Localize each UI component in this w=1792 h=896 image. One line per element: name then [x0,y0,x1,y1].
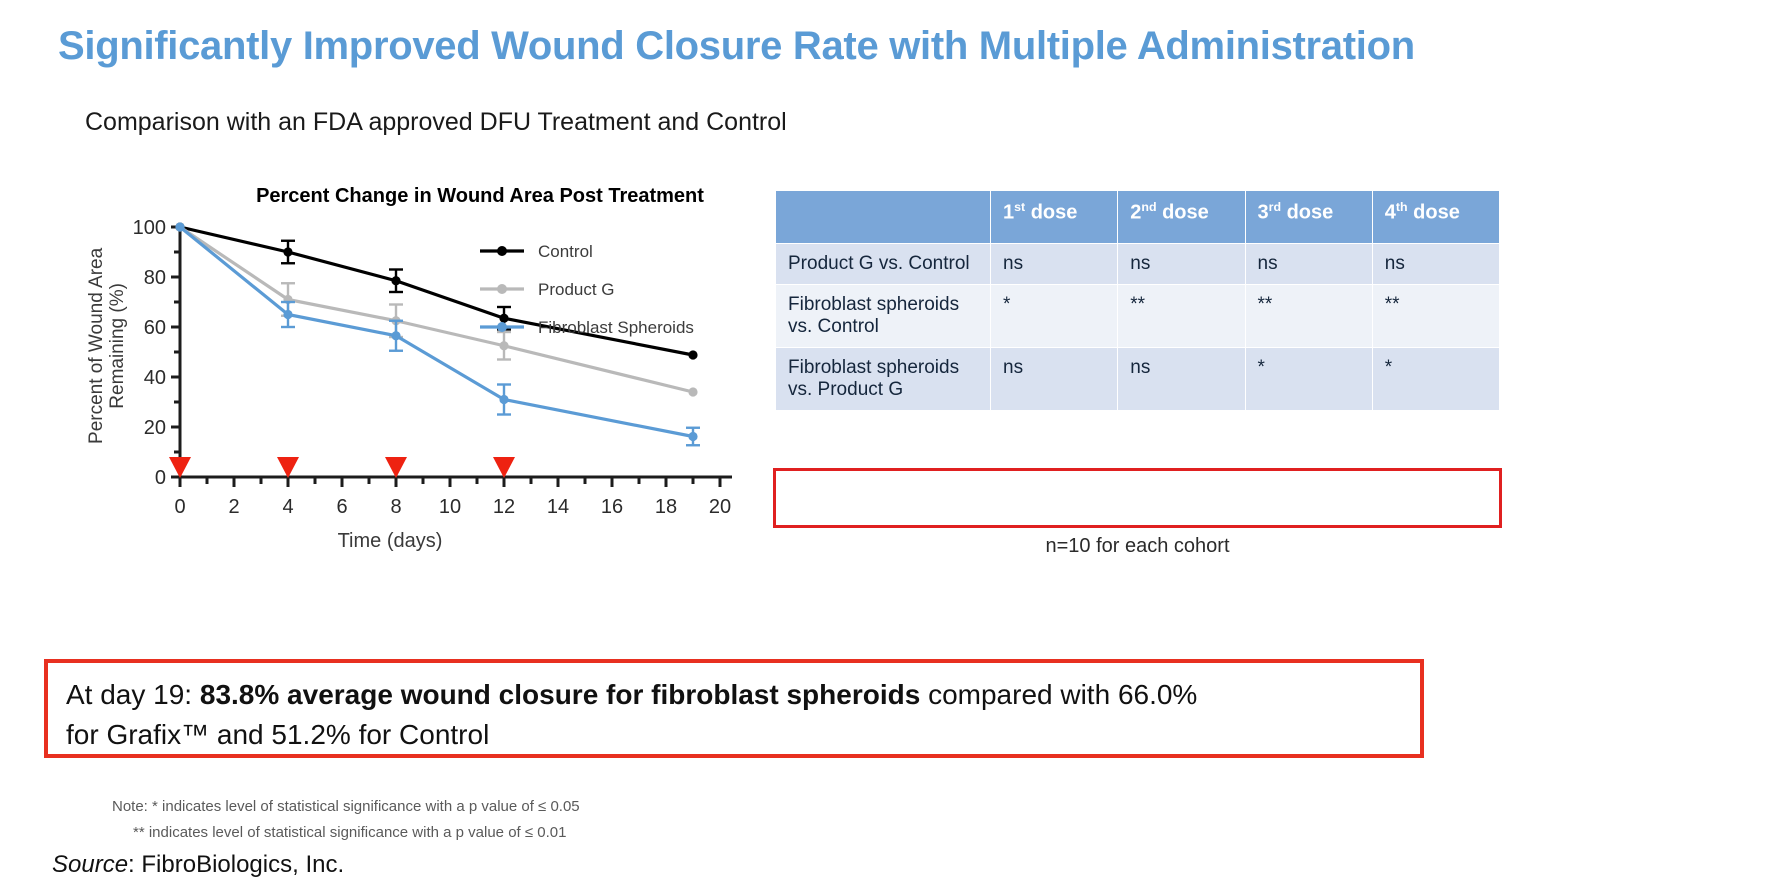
y-tick-label: 100 [133,217,166,239]
data-point [499,341,509,351]
table-header-dose-1: 1st dose [989,190,1119,244]
x-tick-label: 16 [601,496,623,518]
legend-label: Fibroblast Spheroids [538,318,694,337]
cohort-note: n=10 for each cohort [1045,535,1230,557]
x-tick-label: 20 [709,496,731,518]
legend-swatch-dot [497,284,507,294]
x-tick-label: 0 [174,496,185,518]
dose-1-word: dose [1025,201,1078,224]
row-label: Fibroblast spheroids vs. Product G [775,347,991,411]
data-point [688,387,698,397]
source-value: : FibroBiologics, Inc. [128,851,345,878]
dose-4-word: dose [1407,201,1460,224]
source-line: Source: FibroBiologics, Inc. [52,851,344,879]
table-row: Product G vs. Control ns ns ns ns [775,243,1501,285]
x-tick-label: 6 [336,496,347,518]
chart-plot-area: 0 20 40 60 80 100 0 2 4 6 8 10 12 14 16 18 20 ControlProd… [133,217,732,518]
dose-3-word: dose [1281,201,1334,224]
callout-bold: 83.8% average wound closure for fibrobla… [199,679,921,710]
data-point [283,309,293,320]
x-tick-label: 4 [282,496,293,518]
data-point [688,350,698,360]
cell-dose-4: * [1371,347,1501,411]
dose-1-number: 1 [1003,201,1015,224]
table-highlight-outline [773,468,1502,528]
callout-suffix: compared with 66.0% [920,679,1198,710]
dose-2-word: dose [1156,201,1209,224]
legend-swatch-dot [497,322,507,332]
dose-3-number: 3 [1257,201,1269,224]
cell-dose-4: ** [1371,284,1501,348]
series-line-product-g [179,225,694,394]
legend-item-product-g: Product G [480,280,615,299]
table-row: Fibroblast spheroids vs. Control * ** **… [775,284,1501,348]
data-point [499,313,509,323]
table-header-dose-4: 4th dose [1371,190,1501,244]
footnote-double-star: ** indicates level of statistical signif… [133,824,567,841]
cell-dose-2: ns [1117,347,1246,411]
key-result-callout: At day 19: 83.8% average wound closure f… [44,659,1424,758]
legend-swatch-dot [497,246,507,256]
dose-2-number: 2 [1130,201,1142,224]
table-header-dose-3: 3rd dose [1244,190,1373,244]
dose-1-suffix: st [1014,200,1026,214]
data-point [391,331,401,341]
row-label: Product G vs. Control [775,243,991,285]
x-tick-label: 18 [655,496,677,518]
cell-dose-3: ** [1244,284,1373,348]
cell-dose-2: ns [1117,243,1246,285]
page-subtitle: Comparison with an FDA approved DFU Trea… [85,108,787,136]
cell-dose-2: ** [1117,284,1246,348]
row-label: Fibroblast spheroids vs. Control [775,284,991,348]
dose-marker-triangle [169,457,191,478]
dose-marker-triangle [493,457,515,478]
y-tick-label: 80 [144,267,166,289]
table-header-row: 1st dose 2nd dose 3rd dose 4th dose [775,190,1501,244]
y-tick-label: 0 [155,467,166,489]
y-tick-label: 40 [144,367,166,389]
chart-x-axis-label: Time (days) [337,530,443,552]
data-point [391,276,401,286]
wound-area-chart: Percent Change in Wound Area Post Treatm… [60,185,760,560]
footnote-single-star: Note: * indicates level of statistical s… [112,798,580,815]
cell-dose-3: * [1244,347,1373,411]
cell-dose-1: * [989,284,1119,348]
cell-dose-3: ns [1244,243,1373,285]
dose-3-suffix: rd [1268,200,1282,214]
y-tick-label: 60 [144,317,166,339]
table-header-dose-2: 2nd dose [1117,190,1246,244]
significance-table: 1st dose 2nd dose 3rd dose 4th dose Prod… [775,190,1501,411]
dose-marker-triangle [385,457,407,478]
dose-marker-triangle [277,457,299,478]
dose-4-suffix: th [1395,200,1408,214]
data-point [175,222,185,232]
callout-line2: for Grafix™ and 51.2% for Control [66,718,490,750]
source-label: Source [52,851,129,878]
cell-dose-1: ns [989,243,1119,285]
page-title: Significantly Improved Wound Closure Rat… [58,24,1415,68]
x-tick-label: 10 [439,496,461,518]
y-tick-label: 20 [144,417,166,439]
table-header-blank [775,190,991,244]
legend-label: Product G [538,280,615,299]
x-tick-label: 8 [390,496,401,518]
table-body: Product G vs. Control ns ns ns ns Fibrob… [775,243,1501,411]
legend-label: Control [538,242,593,261]
cell-dose-1: ns [989,347,1119,411]
table-row-highlighted: Fibroblast spheroids vs. Product G ns ns… [775,347,1501,411]
legend-item-control: Control [480,242,593,261]
data-point [688,431,698,442]
table-header: 1st dose 2nd dose 3rd dose 4th dose [775,190,1501,244]
cell-dose-4: ns [1371,243,1501,285]
data-point [283,247,293,257]
x-tick-label: 2 [228,496,239,518]
dose-4-number: 4 [1384,201,1396,224]
chart-title: Percent Change in Wound Area Post Treatm… [256,185,704,207]
x-tick-label: 12 [493,496,515,518]
legend-item-fibroblast-spheroids: Fibroblast Spheroids [480,318,694,337]
data-point [499,394,509,405]
dose-2-suffix: nd [1141,200,1157,214]
callout-prefix: At day 19: [66,679,200,710]
x-tick-label: 14 [547,496,569,518]
